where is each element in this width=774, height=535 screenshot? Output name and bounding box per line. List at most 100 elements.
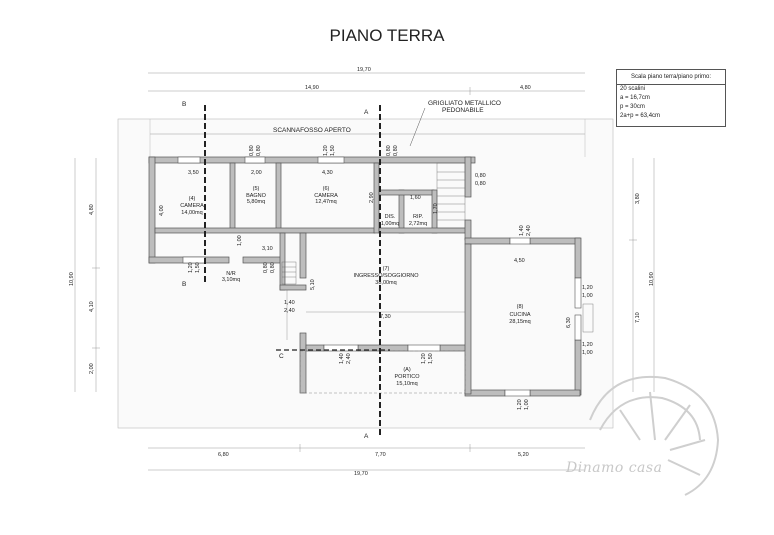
svg-text:0,80: 0,80	[386, 145, 392, 156]
svg-text:(A): (A)	[403, 367, 411, 373]
legend-header: Scala piano terra/piano primo:	[617, 70, 725, 85]
svg-text:1,00: 1,00	[524, 399, 530, 410]
room-portico-a: (A) PORTICO 15,10mq	[395, 367, 421, 387]
svg-text:0,80: 0,80	[475, 181, 486, 187]
svg-text:2,40: 2,40	[346, 353, 352, 364]
svg-text:14,90: 14,90	[305, 85, 319, 91]
svg-text:CUCINA: CUCINA	[509, 312, 530, 318]
svg-text:3,80: 3,80	[635, 193, 641, 204]
legend-line: 2a+p = 63,4cm	[620, 113, 661, 119]
svg-text:0,80: 0,80	[256, 145, 262, 156]
legend-line: p = 30cm	[620, 104, 645, 110]
section-b-top: B	[182, 101, 186, 108]
room-nr: N/R 3,10mq	[222, 271, 240, 283]
svg-text:3,10: 3,10	[262, 246, 273, 252]
room-camera-6: (6) CAMERA 12,47mq	[314, 186, 338, 205]
svg-text:1,40: 1,40	[284, 300, 295, 306]
grigliato-label: GRIGLIATO METALLICO	[428, 100, 501, 107]
svg-text:4,80: 4,80	[89, 204, 95, 215]
watermark-logo-graphic	[589, 376, 720, 496]
svg-text:10,90: 10,90	[649, 272, 655, 286]
legend-line: 20 scalini	[620, 86, 646, 92]
svg-text:6,30: 6,30	[566, 317, 572, 328]
svg-text:4,30: 4,30	[322, 170, 333, 176]
svg-text:1,20: 1,20	[188, 262, 194, 273]
svg-text:DIS.: DIS.	[385, 214, 396, 220]
room-ingresso-7: (7) INGRESSO/SOGGIORNO 38,00mq	[353, 266, 419, 286]
dimension-texts: 19,70 14,90 4,80 6,80 7,70 5,20 19,70 10…	[69, 67, 655, 477]
svg-text:0,80: 0,80	[249, 145, 255, 156]
svg-text:5,20: 5,20	[518, 452, 529, 458]
section-lines	[204, 105, 390, 435]
svg-text:1,00: 1,00	[582, 350, 593, 356]
svg-text:(4): (4)	[189, 196, 196, 202]
svg-text:0,80: 0,80	[393, 145, 399, 156]
section-c-label: C	[279, 353, 284, 360]
scannafosso-label: SCANNAFOSSO APERTO	[273, 127, 351, 134]
watermark-logo: Dinamo casa	[566, 460, 663, 476]
room-dis: DIS. 1,00mq	[381, 214, 399, 227]
svg-text:(6): (6)	[323, 186, 330, 192]
svg-text:3,10mq: 3,10mq	[222, 277, 240, 283]
svg-text:N/R: N/R	[226, 271, 236, 277]
page-title: PIANO TERRA	[329, 26, 445, 45]
svg-text:(8): (8)	[517, 304, 524, 310]
legend-line: a = 16,7cm	[620, 95, 650, 101]
svg-text:4,00: 4,00	[159, 205, 165, 216]
svg-text:14,00mq: 14,00mq	[181, 210, 202, 216]
svg-text:10,90: 10,90	[69, 272, 75, 286]
svg-text:(5): (5)	[253, 186, 260, 192]
svg-text:BAGNO: BAGNO	[246, 193, 267, 199]
portico-outline	[299, 350, 466, 394]
svg-text:1,00mq: 1,00mq	[381, 221, 399, 227]
svg-text:7,10: 7,10	[635, 312, 641, 323]
svg-text:19,70: 19,70	[354, 471, 368, 477]
staircase	[281, 162, 594, 333]
svg-text:0,80: 0,80	[263, 262, 269, 273]
svg-text:2,00: 2,00	[89, 363, 95, 374]
svg-text:1,20: 1,20	[517, 399, 523, 410]
svg-text:2,72mq: 2,72mq	[409, 221, 427, 227]
svg-text:3,50: 3,50	[188, 170, 199, 176]
svg-text:5,10: 5,10	[310, 279, 316, 290]
svg-text:5,80mq: 5,80mq	[247, 199, 265, 205]
svg-text:1,00: 1,00	[237, 235, 243, 246]
svg-text:7,30: 7,30	[380, 314, 391, 320]
svg-text:6,80: 6,80	[218, 452, 229, 458]
svg-text:1,00: 1,00	[582, 293, 593, 299]
svg-text:38,00mq: 38,00mq	[375, 280, 396, 286]
svg-text:CAMERA: CAMERA	[314, 193, 338, 199]
svg-text:1,20: 1,20	[582, 342, 593, 348]
svg-text:INGRESSO/SOGGIORNO: INGRESSO/SOGGIORNO	[353, 273, 419, 279]
svg-text:19,70: 19,70	[357, 67, 371, 73]
room-rip: RIP. 2,72mq	[409, 214, 427, 227]
svg-text:PORTICO: PORTICO	[395, 374, 421, 380]
svg-text:RIP.: RIP.	[413, 214, 423, 220]
svg-text:1,20: 1,20	[323, 145, 329, 156]
svg-text:4,10: 4,10	[89, 301, 95, 312]
svg-text:1,50: 1,50	[195, 262, 201, 273]
svg-text:28,15mq: 28,15mq	[509, 319, 530, 325]
svg-text:1,40: 1,40	[519, 225, 525, 236]
stair-legend: Scala piano terra/piano primo: 20 scalin…	[616, 69, 726, 127]
svg-text:1,20: 1,20	[582, 285, 593, 291]
grigliato-leader	[409, 107, 426, 147]
svg-text:2,40: 2,40	[526, 225, 532, 236]
svg-text:4,50: 4,50	[514, 258, 525, 264]
svg-text:1,20: 1,20	[421, 353, 427, 364]
room-cucina-8: (8) CUCINA 28,15mq	[509, 304, 531, 325]
pedonabile-label: PEDONABILE	[442, 107, 484, 114]
svg-text:0,80: 0,80	[475, 173, 486, 179]
svg-text:1,50: 1,50	[428, 353, 434, 364]
svg-text:1,70: 1,70	[433, 203, 439, 214]
svg-text:2,40: 2,40	[284, 308, 295, 314]
svg-text:2,90: 2,90	[369, 192, 375, 203]
svg-text:15,10mq: 15,10mq	[396, 381, 417, 387]
dimension-lines	[74, 72, 655, 471]
svg-text:0,80: 0,80	[270, 262, 276, 273]
svg-text:CAMERA: CAMERA	[180, 203, 204, 209]
room-bagno-5: (5) BAGNO 5,80mq	[246, 186, 267, 205]
svg-text:1,50: 1,50	[330, 145, 336, 156]
section-a-top: A	[364, 109, 369, 116]
section-a-bottom: A	[364, 433, 369, 440]
